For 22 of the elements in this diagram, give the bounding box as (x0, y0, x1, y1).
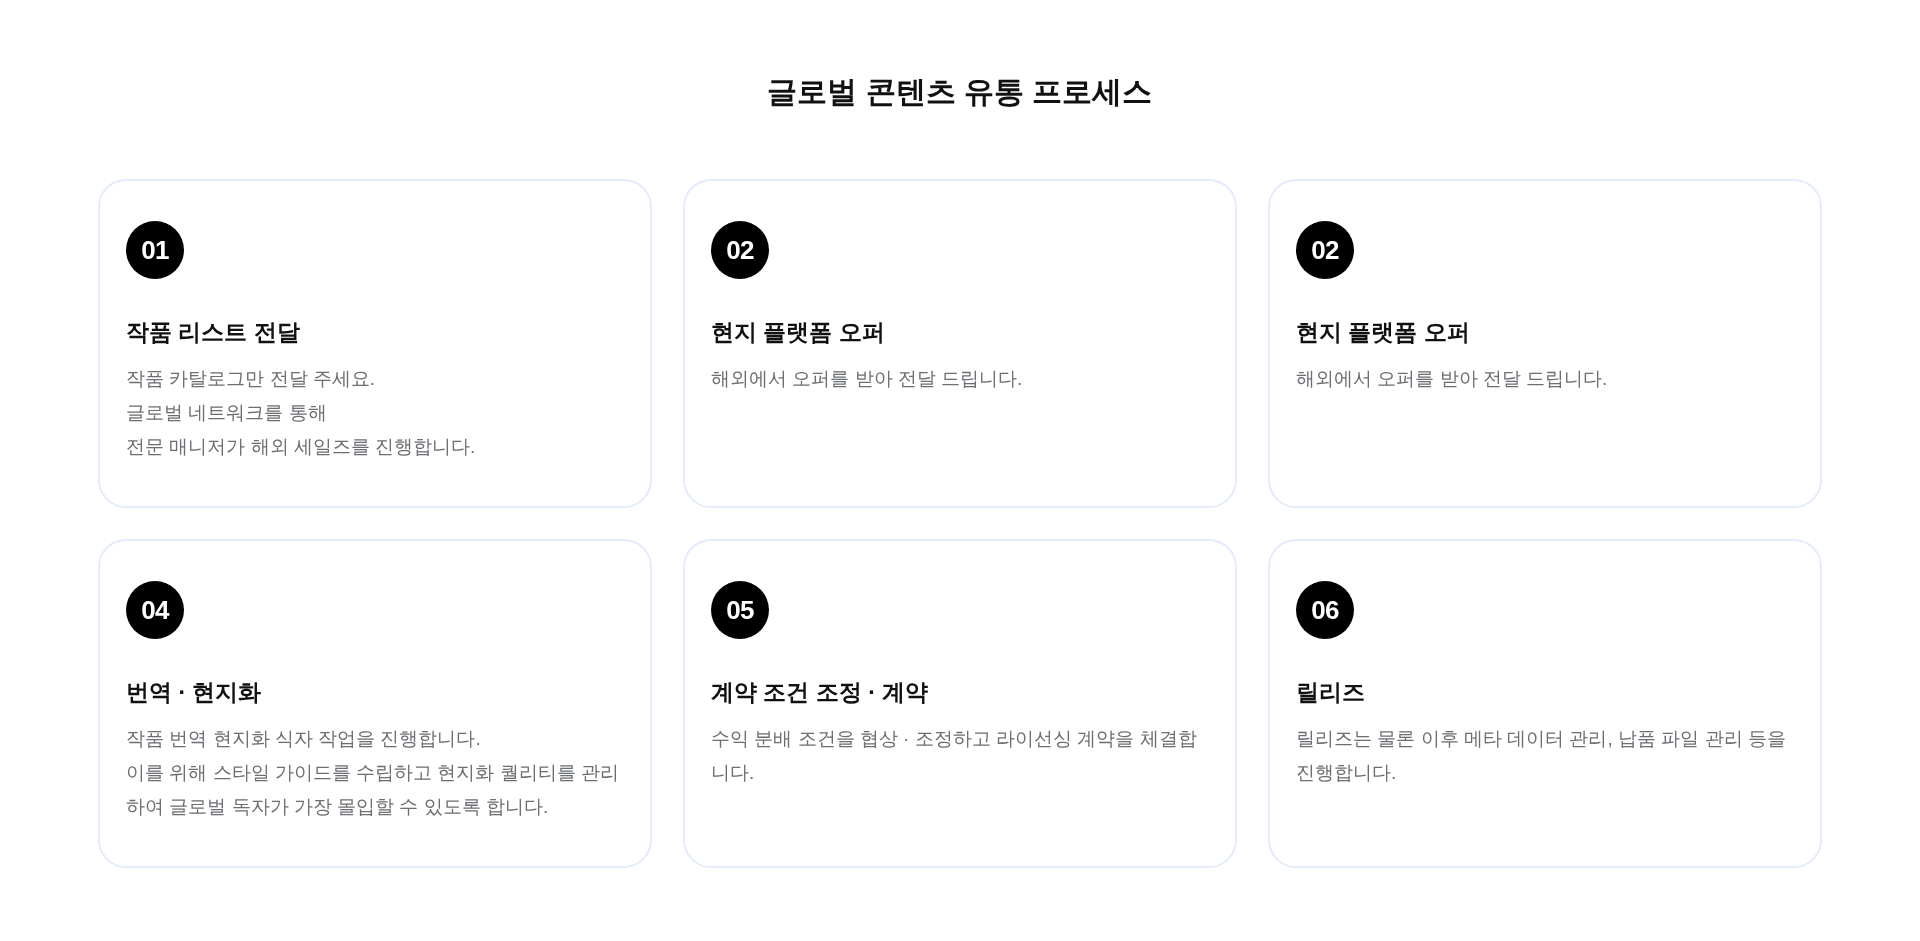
step-description: 작품 번역 현지화 식자 작업을 진행합니다. (126, 727, 481, 751)
step-card (98, 539, 652, 868)
step-title: 릴리즈 (1296, 678, 1365, 707)
step-description: 전문 매니저가 해외 세일즈를 진행합니다. (126, 435, 476, 459)
step-description: 이를 위해 스타일 가이드를 수립하고 현지화 퀄리티를 관리하여 글로벌 독자가 가장 몰입할 수 있도록 합니다. (126, 761, 620, 819)
step-description: 해외에서 오퍼를 받아 전달 드립니다. (711, 367, 1023, 391)
step-title: 번역 · 현지화 (126, 678, 262, 707)
step-description: 작품 카탈로그만 전달 주세요. (126, 367, 376, 391)
step-card (683, 539, 1237, 868)
step-card (98, 179, 652, 508)
step-card (683, 179, 1237, 508)
step-card (1268, 539, 1822, 868)
step-description: 글로벌 네트워크를 통해 (126, 401, 327, 425)
step-title: 현지 플랫폼 오퍼 (711, 318, 885, 347)
step-description: 릴리즈는 물론 이후 메타 데이터 관리, 납품 파일 관리 등을 진행합니다. (1296, 727, 1787, 785)
page-title: 글로벌 콘텐츠 유통 프로세스 (767, 74, 1153, 110)
step-description: 해외에서 오퍼를 받아 전달 드립니다. (1296, 367, 1608, 391)
step-description: 수익 분배 조건을 협상 · 조정하고 라이선싱 계약을 체결합니다. (711, 727, 1198, 785)
step-title: 작품 리스트 전달 (126, 318, 300, 347)
step-title: 계약 조건 조정 · 계약 (711, 678, 929, 707)
step-card (1268, 179, 1822, 508)
step-title: 현지 플랫폼 오퍼 (1296, 318, 1470, 347)
